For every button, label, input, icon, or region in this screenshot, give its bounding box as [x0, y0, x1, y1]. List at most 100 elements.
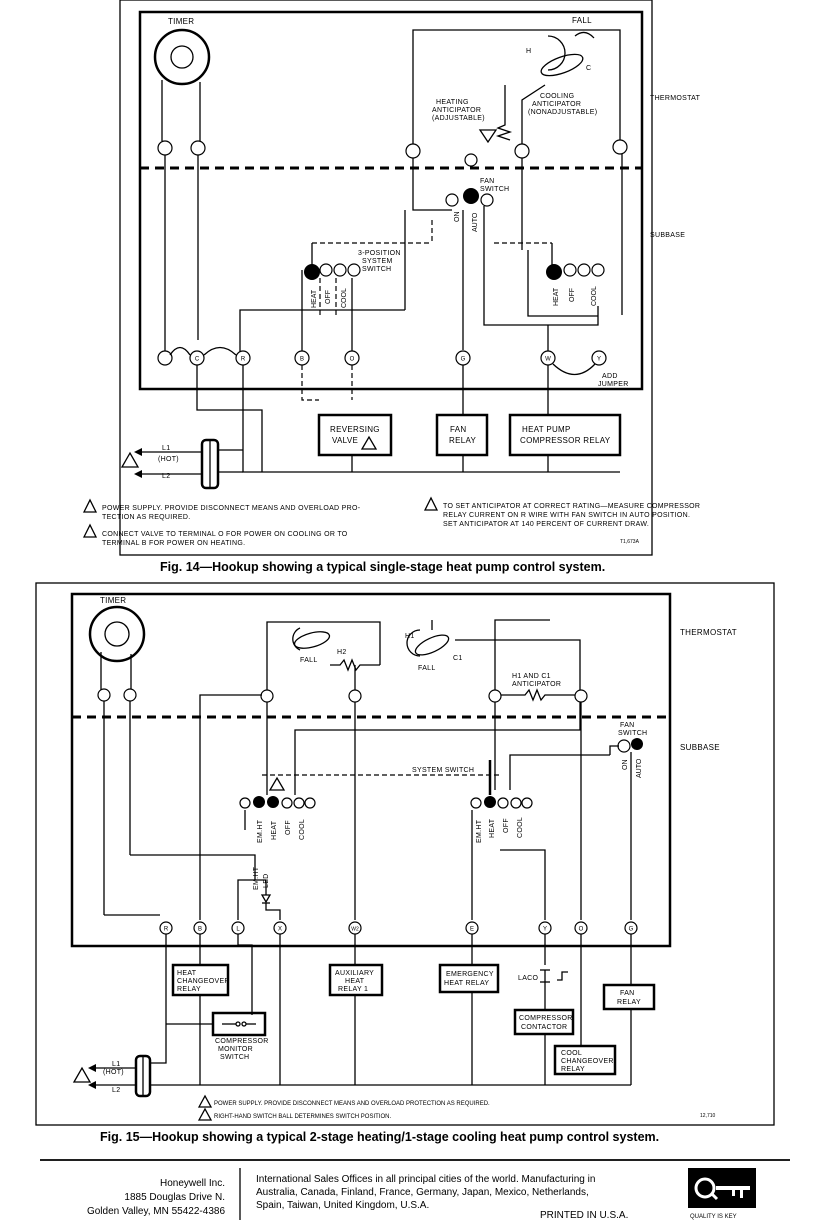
fig14-switch-label: SWITCH	[480, 186, 509, 193]
footer: Honeywell Inc. 1885 Douglas Drive N. Gol…	[40, 1159, 790, 1221]
fig15-mercury-switch-h2	[292, 627, 331, 651]
fig14-note2-flag	[360, 435, 378, 450]
footer-printed: PRINTED IN U.S.A.	[540, 1210, 628, 1221]
fig14-fall-arrow	[574, 31, 595, 39]
fig14-timer-terminal-2	[190, 140, 206, 156]
fig15-heat-label-aux: HEAT	[345, 978, 365, 985]
fig14-dashed-wire	[301, 365, 319, 401]
svg-text:G: G	[461, 357, 466, 363]
fig14-system-switch-label: 3-POSITION SYSTEM SWITCH	[358, 250, 401, 273]
fig15-note1-icon	[197, 1094, 213, 1108]
svg-text:O: O	[350, 357, 355, 363]
fig15-subbase-label: SUBBASE	[680, 743, 720, 752]
fig15-terminal-dot	[617, 739, 631, 753]
svg-text:ANTICIPATOR: ANTICIPATOR	[532, 101, 581, 108]
svg-text:(ADJUSTABLE): (ADJUSTABLE)	[432, 115, 485, 122]
fig14-thermostat-label: THERMOSTAT	[650, 95, 701, 102]
fig14-terminal-dot	[591, 263, 605, 277]
fig15-wire	[266, 621, 381, 690]
fig14-cooling-anticipator-label: COOLING ANTICIPATOR (NONADJUSTABLE)	[528, 93, 597, 116]
fig15-cool-label-right: COOL	[517, 817, 524, 838]
fig14-caption: Fig. 14—Hookup showing a typical single-…	[160, 560, 605, 574]
fig15-thermostat-label: THERMOSTAT	[680, 628, 737, 637]
fig14-l1-label: L1	[162, 445, 170, 452]
fig14-fan-relay-box	[435, 413, 489, 457]
fig14-terminal-dot	[577, 263, 591, 277]
fig14-wire	[412, 158, 452, 211]
svg-text:COOLING: COOLING	[540, 93, 574, 100]
fig15-c1-label: C1	[453, 655, 463, 662]
fig14-note2-icon	[82, 523, 98, 538]
svg-text:3-POSITION: 3-POSITION	[358, 250, 401, 257]
fig14-reversing-valve-box	[317, 413, 393, 457]
fig15-anticipator-label: ANTICIPATOR	[512, 681, 561, 688]
fig14-heat-label-left: HEAT	[311, 289, 318, 308]
fig15-cool-label-left: COOL	[299, 819, 306, 840]
fig15-l2-label: L2	[112, 1087, 120, 1094]
fig15-emergency-heat-box	[438, 963, 500, 994]
fig14-heat-pump-label: HEAT PUMP	[522, 425, 571, 434]
fig15-fall-label-2: FALL	[418, 665, 436, 672]
fig15-timer-knob	[104, 621, 130, 647]
fig15-compressor-monitor-box	[211, 1011, 267, 1037]
fig15-note1-flag	[72, 1066, 92, 1083]
fig14-cool-label-left: COOL	[341, 288, 348, 308]
fig15-hot-label: (HOT)	[103, 1069, 124, 1076]
fig15-system-switch-label: SYSTEM SWITCH	[412, 767, 474, 774]
fig14-note1-icon	[82, 498, 98, 513]
fig14-c-label: C	[586, 65, 591, 72]
fig15-compressor-monitor-label-3: SWITCH	[220, 1054, 249, 1061]
fig15-em-ht-label-left: EM.HT	[257, 819, 264, 843]
fig15-h1c1-anticipator	[495, 688, 575, 702]
fig15-mercury-switch-h1c1	[406, 629, 450, 657]
fig15-note2-flag	[268, 776, 286, 791]
fig14-note3-flag-a	[478, 129, 498, 144]
fig14-wire	[242, 445, 620, 473]
fig14-note3-line3: SET ANTICIPATOR AT 140 PERCENT OF CURREN…	[443, 521, 649, 528]
fig15-fan-relay-label-2: RELAY	[617, 999, 641, 1006]
fig14-terminal-dot	[464, 153, 478, 167]
fig15-terminal-dot	[260, 689, 274, 703]
fig14-transformer	[134, 438, 243, 490]
fig15-compressor-contactor-box	[513, 1008, 575, 1036]
fig15-note2-icon	[197, 1107, 213, 1121]
footer-company-name: Honeywell Inc.	[160, 1178, 225, 1189]
fig15-wire	[130, 854, 256, 880]
figure-14: TIMER FALL H C HEATING ANTICIPATOR (ADJU…	[82, 0, 701, 556]
fig15-fan-auto-label: AUTO	[636, 758, 643, 778]
fig15-wire	[237, 934, 253, 1015]
fig14-note3-line2: RELAY CURRENT ON R WIRE WITH FAN SWITCH …	[443, 512, 690, 519]
fig15-em-ht-led-label-1: EM.HT	[253, 866, 260, 890]
fig15-terminal-dot	[574, 689, 588, 703]
fig14-terminal-dot	[445, 193, 459, 207]
fig14-heat-label-right: HEAT	[553, 287, 560, 306]
fig15-emergency-label: EMERGENCY	[446, 971, 494, 978]
svg-text:B: B	[300, 357, 304, 363]
fig14-timer-terminal-1	[157, 140, 173, 156]
fig14-wire	[412, 29, 621, 145]
fig14-terminal-dot	[480, 193, 494, 207]
fig15-heat-changeover-label-2: CHANGEOVER	[177, 978, 230, 985]
svg-text:ANTICIPATOR: ANTICIPATOR	[432, 107, 481, 114]
fig14-terminal-dot	[333, 263, 347, 277]
fig15-terminal-dot	[123, 688, 137, 702]
fig15-switch-label: SWITCH	[618, 730, 647, 737]
fig15-terminal-dot	[348, 689, 362, 703]
svg-text:O: O	[579, 927, 584, 933]
fig15-cool-label-box: COOL	[561, 1050, 582, 1057]
fig15-transformer	[88, 1054, 152, 1098]
fig15-fan-switch-ball	[631, 738, 643, 750]
fig15-h1-label: H1	[405, 633, 415, 640]
fig15-wire	[609, 745, 619, 755]
logo-tagline: QUALITY IS KEY	[690, 1214, 737, 1220]
fig15-heat-relay-label: HEAT RELAY	[444, 980, 489, 987]
fig15-h2-anticipator	[330, 658, 380, 672]
fig14-off-label-right: OFF	[569, 288, 576, 302]
fig14-wire	[239, 309, 405, 352]
fig14-device-box	[138, 10, 644, 391]
fig14-terminal-strip: C R B O G W Y	[157, 346, 607, 376]
fig15-terminal-dot	[488, 689, 502, 703]
fig14-wire	[527, 250, 598, 317]
fig15-system-switch-left	[239, 796, 316, 809]
fig15-timer-label: TIMER	[100, 596, 126, 605]
